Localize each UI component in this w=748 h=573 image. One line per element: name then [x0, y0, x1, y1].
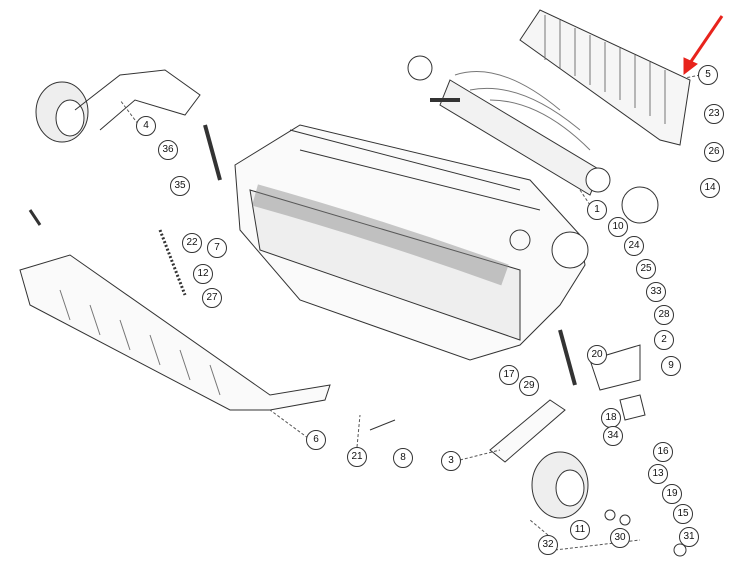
callout-part-33: 33 [646, 282, 666, 302]
callout-part-34: 34 [603, 426, 623, 446]
callout-part-35: 35 [170, 176, 190, 196]
callout-part-5: 5 [698, 65, 718, 85]
callout-part-17: 17 [499, 365, 519, 385]
callout-part-36: 36 [158, 140, 178, 160]
callout-part-30: 30 [610, 528, 630, 548]
callout-part-3: 3 [441, 451, 461, 471]
callout-part-18: 18 [601, 408, 621, 428]
pickup-frame [234, 124, 589, 361]
callout-part-1: 1 [587, 200, 607, 220]
right-wheel-assembly [489, 399, 589, 519]
callout-part-23: 23 [704, 104, 724, 124]
callout-part-28: 28 [654, 305, 674, 325]
callout-part-26: 26 [704, 142, 724, 162]
callout-part-24: 24 [624, 236, 644, 256]
callout-part-19: 19 [662, 484, 682, 504]
callout-part-20: 20 [587, 345, 607, 365]
tine-rotor [252, 184, 509, 286]
callout-part-9: 9 [661, 356, 681, 376]
callout-part-11: 11 [570, 520, 590, 540]
callout-part-25: 25 [636, 259, 656, 279]
callout-part-2: 2 [654, 330, 674, 350]
rotor-assembly [430, 71, 611, 196]
callout-part-16: 16 [653, 442, 673, 462]
callout-part-4: 4 [136, 116, 156, 136]
callout-part-10: 10 [608, 217, 628, 237]
callout-part-27: 27 [202, 288, 222, 308]
callout-part-21: 21 [347, 447, 367, 467]
callout-part-8: 8 [393, 448, 413, 468]
callout-part-22: 22 [182, 233, 202, 253]
callout-part-6: 6 [306, 430, 326, 450]
left-wheel-assembly [35, 69, 201, 143]
callout-part-32: 32 [538, 535, 558, 555]
callout-part-12: 12 [193, 264, 213, 284]
highlight-arrow [683, 15, 724, 76]
small-parts [158, 55, 687, 557]
callout-part-14: 14 [700, 178, 720, 198]
callout-part-15: 15 [673, 504, 693, 524]
callout-part-7: 7 [207, 238, 227, 258]
callout-part-31: 31 [679, 527, 699, 547]
callout-part-29: 29 [519, 376, 539, 396]
callout-part-13: 13 [648, 464, 668, 484]
part-5-comb [519, 9, 691, 146]
tine-bar-frame [19, 209, 331, 411]
